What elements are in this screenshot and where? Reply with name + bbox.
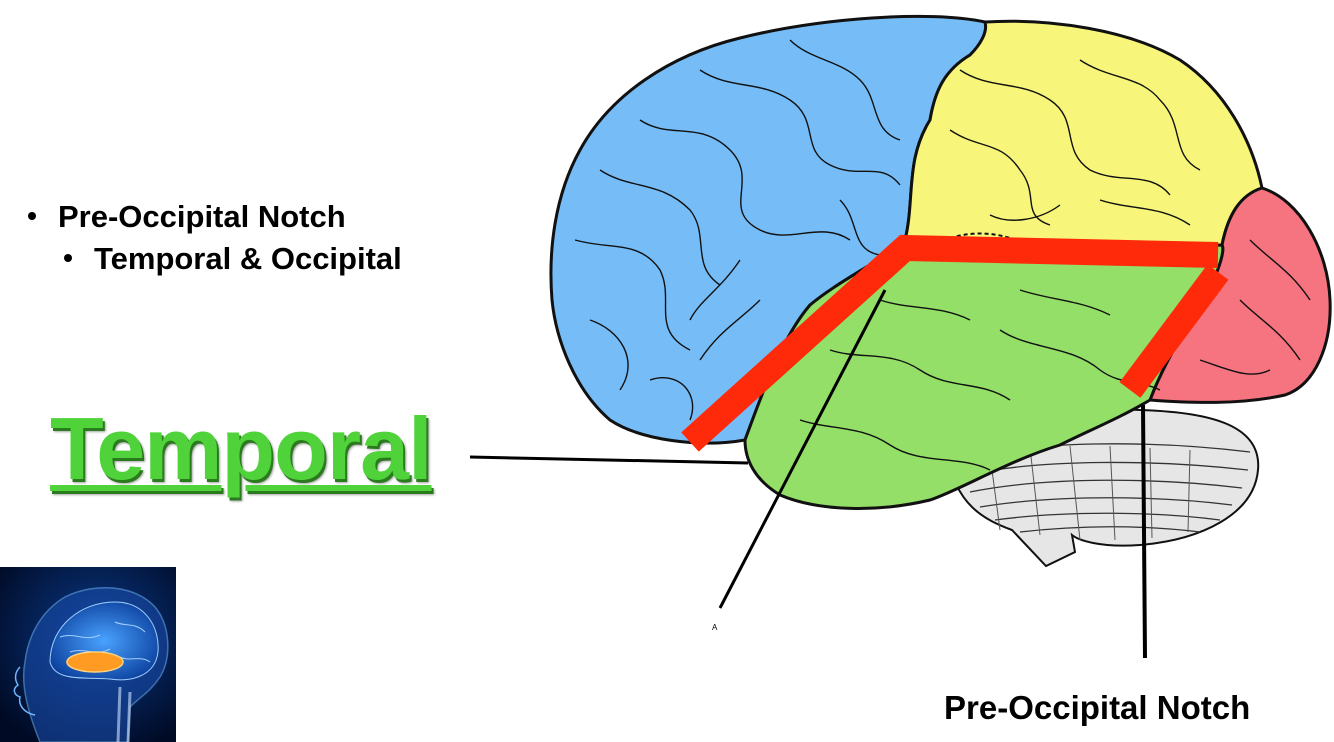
bullet-list: Pre-Occipital Notch Temporal & Occipital [28, 196, 402, 280]
marker-a-label: A [712, 623, 718, 632]
lateral-sulcus [949, 232, 1071, 243]
highlighted-temporal-lobe [66, 651, 124, 673]
notch-pointer-line [1141, 404, 1147, 659]
lobe-boundary-lines [681, 234, 1229, 452]
marker-a-pointer-line [718, 289, 887, 609]
bullet-item: Pre-Occipital Notch [28, 196, 402, 238]
brain-gyri [574, 39, 1311, 471]
bullet-text: Temporal & Occipital [94, 241, 402, 276]
head-brain-thumbnail [0, 567, 176, 742]
bullet-dot-icon [64, 253, 72, 262]
bullet-dot-icon [28, 211, 36, 220]
bullet-subitem: Temporal & Occipital [28, 238, 402, 280]
temporal-title: Temporal [50, 399, 433, 498]
bullet-text: Pre-Occipital Notch [58, 199, 346, 234]
notch-caption: Pre-Occipital Notch [944, 689, 1251, 726]
temporal-pointer-line [469, 455, 749, 465]
